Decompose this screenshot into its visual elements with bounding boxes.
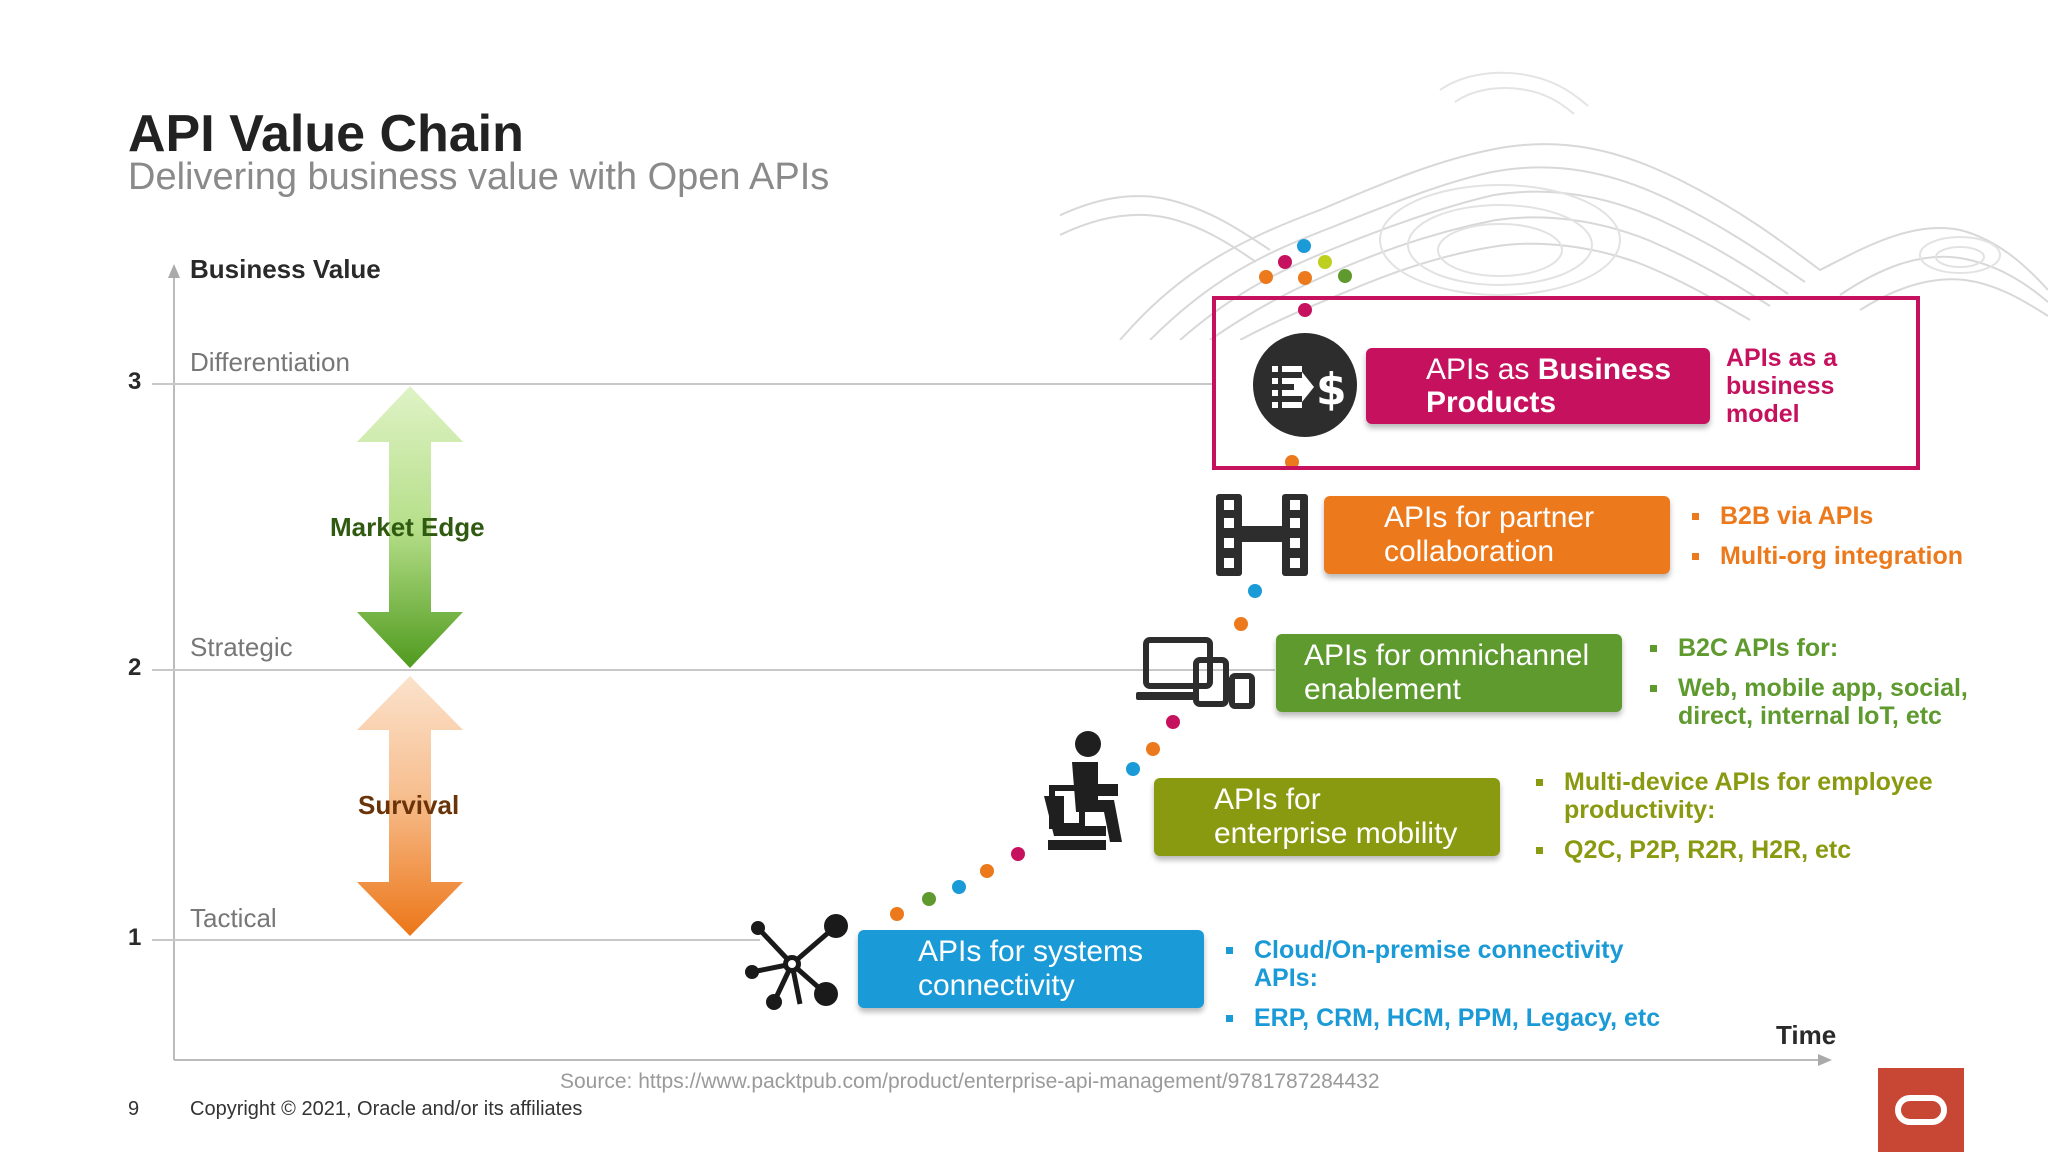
- dot: [1338, 269, 1352, 283]
- y-axis-arrow: [168, 264, 180, 278]
- list-item: B2C APIs for:: [1648, 634, 1978, 662]
- partner-collaboration-notes: B2B via APIs Multi-org integration: [1690, 502, 1963, 580]
- devices-icon: [1136, 637, 1255, 709]
- dot: [1297, 239, 1311, 253]
- list-item: ERP, CRM, HCM, PPM, Legacy, etc: [1224, 1004, 1674, 1032]
- dot: [1285, 455, 1299, 469]
- level-strategic: Strategic: [190, 632, 293, 662]
- list-item: Cloud/On-premise connectivity APIs:: [1224, 936, 1674, 992]
- api-dollar-icon: $: [1253, 333, 1357, 437]
- mountain-illustration: [1060, 71, 2048, 340]
- level-differentiation: Differentiation: [190, 347, 350, 377]
- dot: [1234, 617, 1248, 631]
- mobile-worker-icon: [1044, 731, 1122, 850]
- list-item: Multi-org integration: [1690, 542, 1963, 570]
- dot: [1166, 715, 1180, 729]
- page-subtitle: Delivering business value with Open APIs: [128, 156, 830, 198]
- dot: [1278, 255, 1292, 269]
- market-edge-label: Market Edge: [330, 512, 485, 542]
- dot: [952, 880, 966, 894]
- x-axis-arrow: [1818, 1054, 1832, 1066]
- tick-3: 3: [128, 368, 142, 395]
- stage-partner-collaboration: APIs for partner collaboration: [1324, 496, 1670, 574]
- page-number: 9: [128, 1098, 140, 1120]
- dot: [1318, 255, 1332, 269]
- source-citation: Source: https://www.packtpub.com/product…: [560, 1070, 1380, 1093]
- level-tactical: Tactical: [190, 903, 277, 933]
- dot: [1146, 742, 1160, 756]
- market-edge-arrow: [357, 386, 463, 668]
- business-model-highlight: [1212, 296, 1920, 470]
- svg-text:$: $: [1316, 364, 1347, 415]
- dot: [890, 907, 904, 921]
- stage-omnichannel: APIs for omnichannel enablement: [1276, 634, 1622, 712]
- list-item: Q2C, P2P, R2R, H2R, etc: [1534, 836, 1984, 864]
- dot: [1298, 271, 1312, 285]
- survival-arrow: [357, 676, 463, 936]
- dot: [1248, 584, 1262, 598]
- x-axis-label: Time: [1776, 1020, 1837, 1050]
- stage-business-products: APIs as Business Products: [1366, 348, 1710, 424]
- oracle-o-icon: [1895, 1095, 1947, 1125]
- stage-enterprise-mobility: APIs for enterprise mobility: [1154, 778, 1500, 856]
- stage-business-products-label: APIs as Business: [1426, 353, 1672, 386]
- dot: [1298, 303, 1312, 317]
- copyright-text: Copyright © 2021, Oracle and/or its affi…: [190, 1098, 583, 1120]
- survival-label: Survival: [358, 790, 460, 820]
- stage-business-products-label-line2: Products: [1426, 386, 1557, 419]
- dot: [1259, 270, 1273, 284]
- network-hub-icon: [745, 914, 848, 1010]
- dot: [980, 864, 994, 878]
- dot: [1011, 847, 1025, 861]
- tick-2: 2: [128, 654, 142, 681]
- dot: [922, 892, 936, 906]
- systems-connectivity-notes: Cloud/On-premise connectivity APIs: ERP,…: [1224, 936, 1674, 1042]
- y-axis-label: Business Value: [190, 254, 381, 284]
- list-item: B2B via APIs: [1690, 502, 1963, 530]
- stage-systems-connectivity: APIs for systems connectivity: [858, 930, 1204, 1008]
- tick-1: 1: [128, 924, 142, 951]
- partner-link-icon: [1216, 494, 1308, 576]
- page-title: API Value Chain: [128, 105, 524, 163]
- list-item: Multi-device APIs for employee productiv…: [1534, 768, 1984, 824]
- omnichannel-notes: B2C APIs for: Web, mobile app, social, d…: [1648, 634, 1978, 740]
- enterprise-mobility-notes: Multi-device APIs for employee productiv…: [1534, 768, 1984, 874]
- list-item: Web, mobile app, social, direct, interna…: [1648, 674, 1978, 730]
- dot: [1126, 762, 1140, 776]
- business-model-note: APIs as a business model: [1726, 344, 1838, 428]
- oracle-logo: [1878, 1068, 1964, 1152]
